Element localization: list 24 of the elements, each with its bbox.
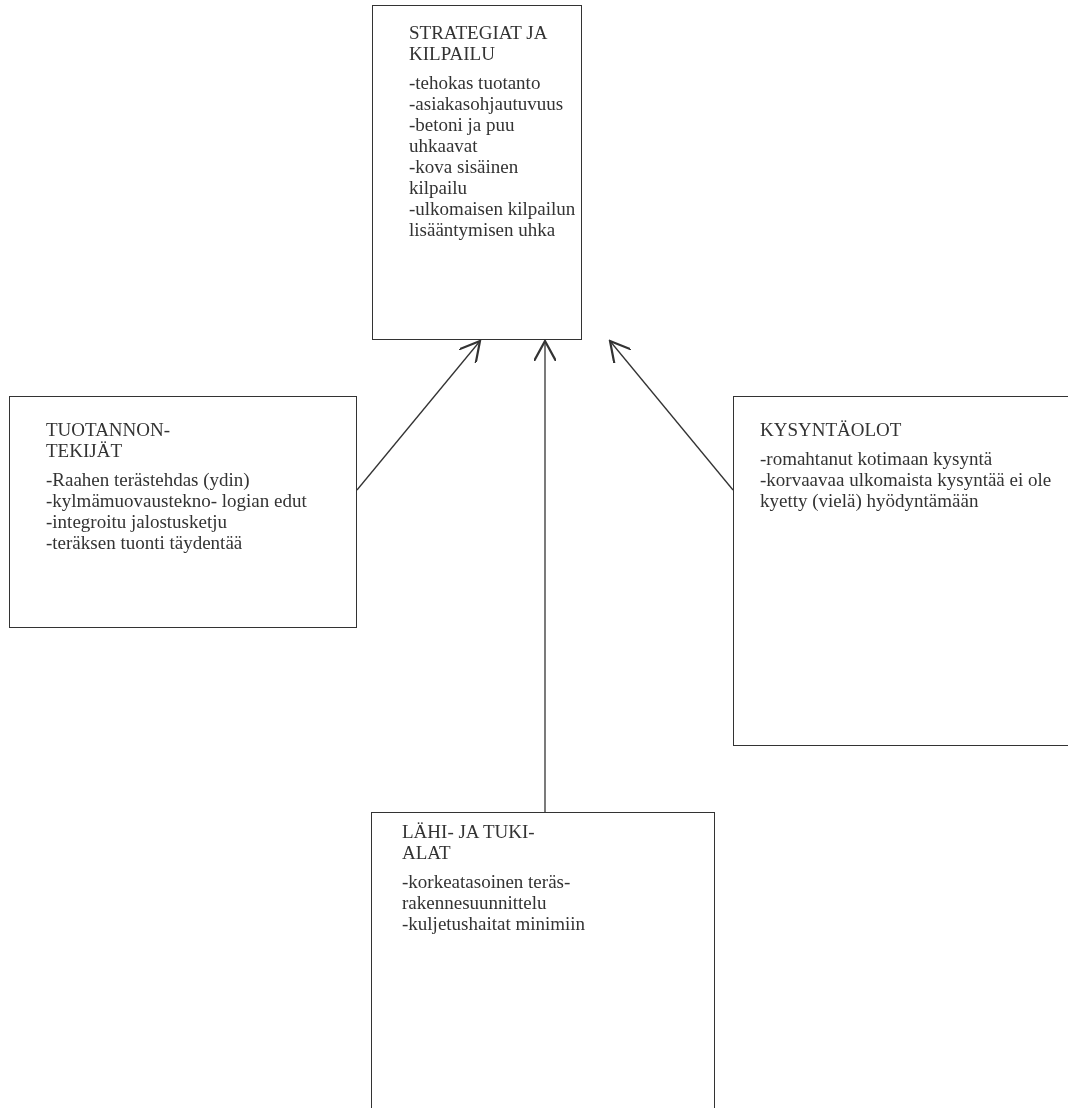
bullet-item: -korkeatasoinen teräs- rakennesuunnittelu <box>402 871 572 913</box>
text-box <box>733 396 1068 746</box>
box-heading: KYSYNTÄOLOT <box>760 419 903 440</box>
bullet-item: -integroitu jalostusketju <box>46 511 228 532</box>
bullet-item: -Raahen terästehdas (ydin) <box>46 469 251 490</box>
bullet-item: -kylmämuovaustekno- logian edut <box>46 490 308 511</box>
bullet-item: -kova sisäinen kilpailu <box>409 156 520 198</box>
text-box <box>371 812 715 1108</box>
bullet-item: -tehokas tuotanto <box>409 72 542 93</box>
box-heading: STRATEGIAT JA KILPAILU <box>409 22 548 64</box>
box-heading: LÄHI- JA TUKI- ALAT <box>402 821 536 863</box>
bullet-item: -asiakasohjautuvuus <box>409 93 565 114</box>
text-box <box>9 396 357 628</box>
bullet-item: -romahtanut kotimaan kysyntä <box>760 448 994 469</box>
arrow <box>532 339 558 813</box>
bullet-item: -ulkomaisen kilpailun lisääntymisen uhka <box>409 198 577 240</box>
bullet-item: -teräksen tuonti täydentää <box>46 532 244 553</box>
bullet-item: -kuljetushaitat minimiin <box>402 913 587 934</box>
bullet-item: -korvaavaa ulkomaista kysyntää ei ole kyetty (vielä) hyödyntämään <box>760 469 1053 511</box>
text-box <box>372 5 582 340</box>
box-heading: TUOTANNON- TEKIJÄT <box>46 419 172 461</box>
bullet-item: -betoni ja puu uhkaavat <box>409 114 516 156</box>
arrow <box>608 339 734 491</box>
arrow <box>356 339 482 491</box>
